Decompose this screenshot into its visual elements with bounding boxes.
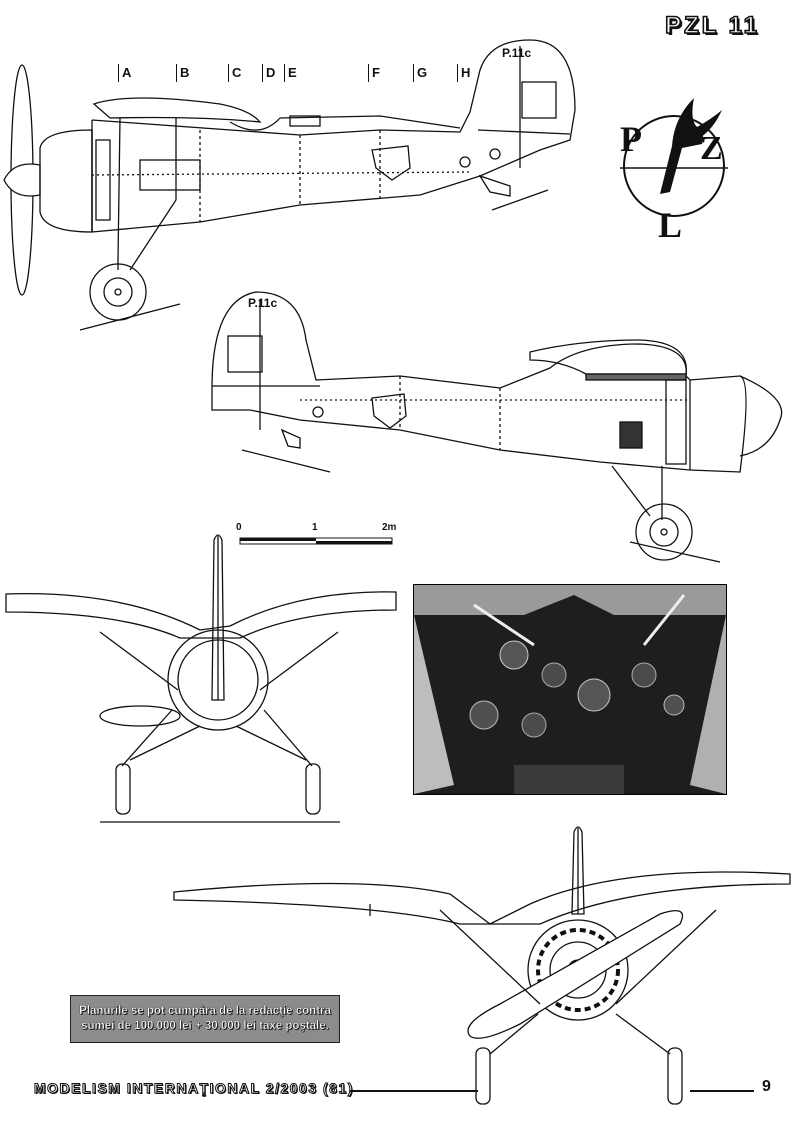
cockpit-photo bbox=[413, 584, 727, 795]
logo-letter-z: Z bbox=[700, 130, 723, 167]
station-label-g: G bbox=[413, 64, 427, 82]
notice-line-2: sumei de 100.000 lei + 30.000 lei taxe p… bbox=[81, 1020, 329, 1032]
footer-rule-right bbox=[690, 1090, 754, 1092]
logo-letter-l: L bbox=[658, 205, 683, 245]
fuselage-marking-bottom: P.11c bbox=[248, 296, 278, 310]
page-number: 9 bbox=[762, 1078, 771, 1095]
station-label-f: F bbox=[368, 64, 380, 82]
station-label-b: B bbox=[176, 64, 189, 82]
fuselage-marking-top: P.11c bbox=[502, 46, 532, 60]
scale-tick-2m: 2m bbox=[382, 522, 397, 533]
station-label-c: C bbox=[228, 64, 241, 82]
logo-letter-p: P bbox=[620, 119, 642, 159]
front-view-drawing bbox=[5, 534, 397, 823]
side-view-drawing-left bbox=[3, 39, 576, 331]
front-view-prop-drawing bbox=[173, 826, 791, 1105]
scale-bar bbox=[239, 537, 393, 545]
pzl-logo-icon bbox=[620, 98, 728, 217]
page-title: PZL 11 bbox=[664, 11, 760, 40]
scale-tick-1: 1 bbox=[312, 522, 318, 533]
station-label-h: H bbox=[457, 64, 470, 82]
station-label-e: E bbox=[284, 64, 297, 82]
station-label-d: D bbox=[262, 64, 275, 82]
purchase-notice: Planurile se pot cumpăra de la redacţie … bbox=[70, 995, 340, 1043]
notice-line-1: Planurile se pot cumpăra de la redacţie … bbox=[79, 1005, 331, 1017]
magazine-footer: MODELISM INTERNAŢIONAL 2/2003 (81) bbox=[34, 1080, 354, 1097]
side-view-drawing-right bbox=[211, 291, 783, 563]
scale-tick-0: 0 bbox=[236, 522, 242, 533]
footer-rule-left bbox=[350, 1090, 478, 1092]
station-label-a: A bbox=[118, 64, 131, 82]
